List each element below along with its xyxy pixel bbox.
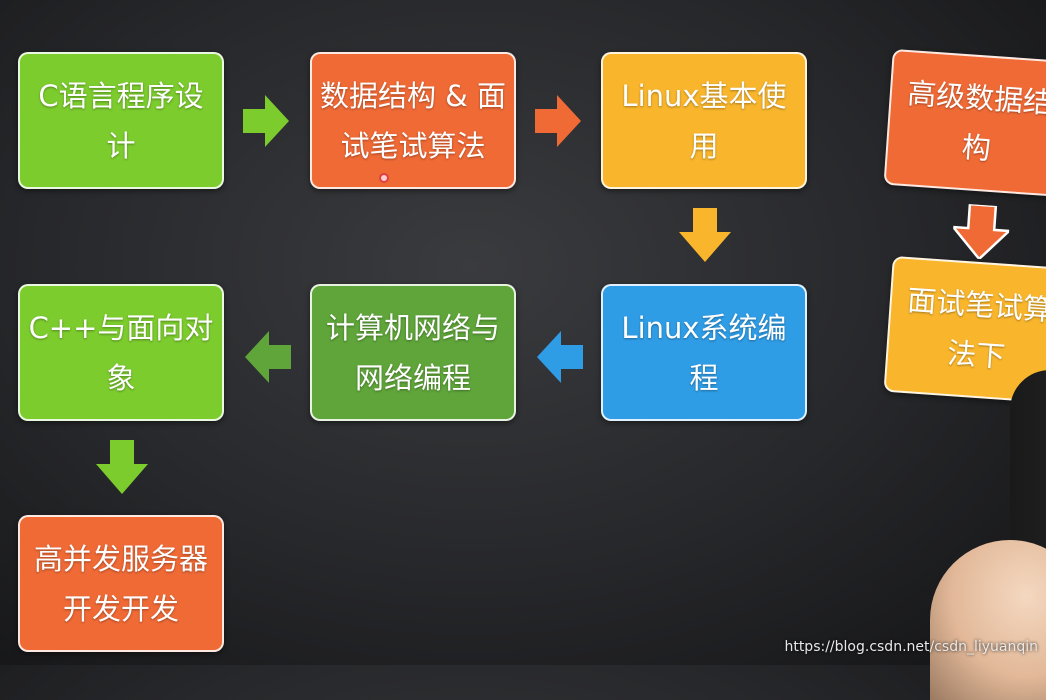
node-c-language: C语言程序设计 — [18, 52, 224, 189]
arrow-down-3-icon — [951, 203, 1011, 261]
watermark-url: https://blog.csdn.net/csdn_liyuanqin — [784, 639, 1038, 655]
node-linux-basic-label: Linux基本使用 — [609, 71, 799, 171]
arrow-down-2-icon — [96, 440, 148, 494]
pointer-dot-icon — [379, 173, 389, 183]
presenter-face — [930, 540, 1046, 700]
arrow-down-1-icon — [679, 208, 731, 262]
node-linux-sys: Linux系统编程 — [601, 284, 807, 421]
node-interview-algo2-label: 面试笔试算法下 — [900, 275, 1046, 385]
arrow-left-2-icon — [537, 331, 583, 383]
node-c-language-label: C语言程序设计 — [26, 71, 216, 171]
node-adv-ds: 高级数据结构 — [883, 49, 1046, 197]
node-cpp-oop-label: C++与面向对象 — [26, 303, 216, 403]
arrow-left-1-icon — [245, 331, 291, 383]
node-ds-algo: 数据结构 & 面试笔试算法 — [310, 52, 516, 189]
node-network: 计算机网络与网络编程 — [310, 284, 516, 421]
node-ds-algo-label: 数据结构 & 面试笔试算法 — [318, 71, 508, 171]
arrow-right-2-icon — [535, 95, 581, 147]
node-server-dev-label: 高并发服务器开发开发 — [26, 534, 216, 634]
node-linux-basic: Linux基本使用 — [601, 52, 807, 189]
node-cpp-oop: C++与面向对象 — [18, 284, 224, 421]
node-adv-ds-label: 高级数据结构 — [900, 68, 1046, 178]
arrow-right-1-icon — [243, 95, 289, 147]
node-server-dev: 高并发服务器开发开发 — [18, 515, 224, 652]
node-linux-sys-label: Linux系统编程 — [609, 303, 799, 403]
node-network-label: 计算机网络与网络编程 — [318, 303, 508, 403]
